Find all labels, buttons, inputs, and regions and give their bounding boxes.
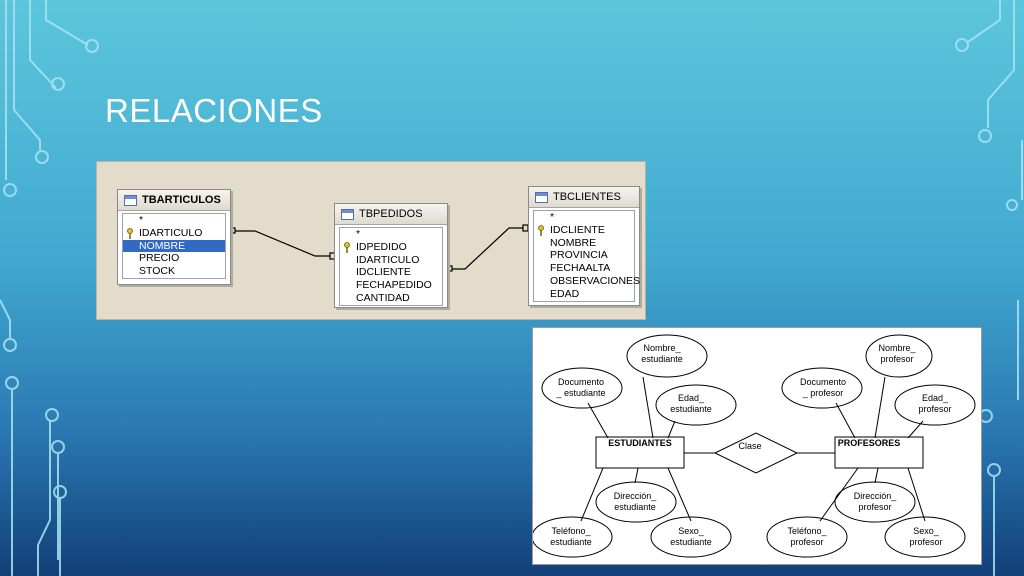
attr-label: Nombre_ <box>643 343 681 353</box>
attr-documento-estudiante[interactable] <box>541 367 623 409</box>
table-name: TBCLIENTES <box>553 191 621 203</box>
attr-label: profesor <box>790 537 823 547</box>
field-row-selected[interactable]: NOMBRE <box>123 239 225 253</box>
field-row[interactable]: * <box>550 211 555 223</box>
attr-label: estudiante <box>670 537 712 547</box>
attr-telefono-profesor[interactable] <box>766 516 848 558</box>
attr-label: Documento <box>558 377 604 387</box>
attr-label: Sexo_ <box>678 526 705 536</box>
attr-sexo-estudiante[interactable] <box>650 516 732 558</box>
attr-edad-profesor[interactable] <box>894 384 976 426</box>
entity-profesores-box[interactable] <box>834 436 924 469</box>
field-row-primary-key[interactable]: IDCLIENTE <box>534 224 634 237</box>
relation-diamond[interactable] <box>713 432 799 474</box>
relation-label: Clase <box>738 441 761 451</box>
attr-edad-estudiante[interactable] <box>655 384 737 426</box>
field-row-primary-key[interactable]: IDARTICULO <box>123 227 225 240</box>
table-name: TBPEDIDOS <box>359 208 423 220</box>
attr-label: Edad_ <box>678 393 705 403</box>
attr-label: Edad_ <box>922 393 949 403</box>
table-icon <box>124 194 137 206</box>
attr-label: Dirección_ <box>854 491 898 501</box>
table-icon <box>535 191 548 203</box>
attr-label: profesor <box>880 354 913 364</box>
key-icon <box>127 227 133 239</box>
attr-documento-profesor[interactable] <box>781 367 863 409</box>
field-row[interactable]: IDARTICULO <box>356 253 420 266</box>
attr-label: profesor <box>918 404 951 414</box>
field-row[interactable]: STOCK <box>139 265 175 278</box>
table-tbclientes[interactable]: TBCLIENTES * IDCLIENTE NOMBRE PROVINCIA … <box>528 186 640 306</box>
entity-estudiantes-label: ESTUDIANTES <box>608 438 672 448</box>
attr-label: estudiante <box>550 537 592 547</box>
er-diagram-panel: ESTUDIANTES PROFESORES Clase Nombre_ est… <box>531 327 982 565</box>
entity-profesores-label: PROFESORES <box>838 438 901 448</box>
attr-direccion-estudiante[interactable] <box>595 481 677 523</box>
attr-label: Dirección_ <box>614 491 658 501</box>
attr-nombre-estudiante[interactable] <box>626 334 708 378</box>
field-row[interactable]: EDAD <box>550 287 580 300</box>
field-row[interactable]: * <box>356 228 361 240</box>
attr-label: _ estudiante <box>555 388 605 398</box>
table-tbpedidos[interactable]: TBPEDIDOS * IDPEDIDO IDARTICULO IDCLIENT… <box>334 203 448 308</box>
field-row[interactable]: PRECIO <box>139 252 180 265</box>
table-tbarticulos[interactable]: TBARTICULOS * IDARTICULO NOMBRE PRECIO S… <box>117 189 231 285</box>
key-icon <box>344 241 350 253</box>
attr-label: estudiante <box>614 502 656 512</box>
field-row[interactable]: FECHAALTA <box>550 262 611 275</box>
slide-title: RELACIONES <box>105 92 323 129</box>
attr-label: Documento <box>800 377 846 387</box>
attr-label: profesor <box>858 502 891 512</box>
attr-nombre-profesor[interactable] <box>865 334 933 378</box>
attr-label: Teléfono_ <box>787 526 827 536</box>
field-row-primary-key[interactable]: IDPEDIDO <box>340 241 442 254</box>
field-row[interactable]: * <box>139 214 144 226</box>
field-row[interactable]: FECHAPEDIDO <box>356 279 432 292</box>
entity-estudiantes-box[interactable] <box>595 436 685 469</box>
sql-diagram-panel: TBARTICULOS * IDARTICULO NOMBRE PRECIO S… <box>96 161 646 320</box>
field-row[interactable]: IDCLIENTE <box>356 266 411 279</box>
attr-label: Teléfono_ <box>551 526 591 536</box>
attr-label: estudiante <box>670 404 712 414</box>
field-row[interactable]: PROVINCIA <box>550 249 608 262</box>
key-icon <box>538 224 544 236</box>
er-diagram: ESTUDIANTES PROFESORES Clase Nombre_ est… <box>531 334 976 558</box>
attr-label: Nombre_ <box>878 343 916 353</box>
attr-sexo-profesor[interactable] <box>884 516 966 558</box>
attr-label: estudiante <box>641 354 683 364</box>
attr-label: _ profesor <box>802 388 844 398</box>
field-row[interactable]: OBSERVACIONES <box>550 274 641 287</box>
table-name: TBARTICULOS <box>142 194 221 206</box>
table-icon <box>341 208 354 220</box>
field-row[interactable]: NOMBRE <box>550 236 597 249</box>
attr-direccion-profesor[interactable] <box>834 481 916 523</box>
field-row[interactable]: CANTIDAD <box>356 291 410 304</box>
attr-label: profesor <box>909 537 942 547</box>
attr-label: Sexo_ <box>913 526 940 536</box>
